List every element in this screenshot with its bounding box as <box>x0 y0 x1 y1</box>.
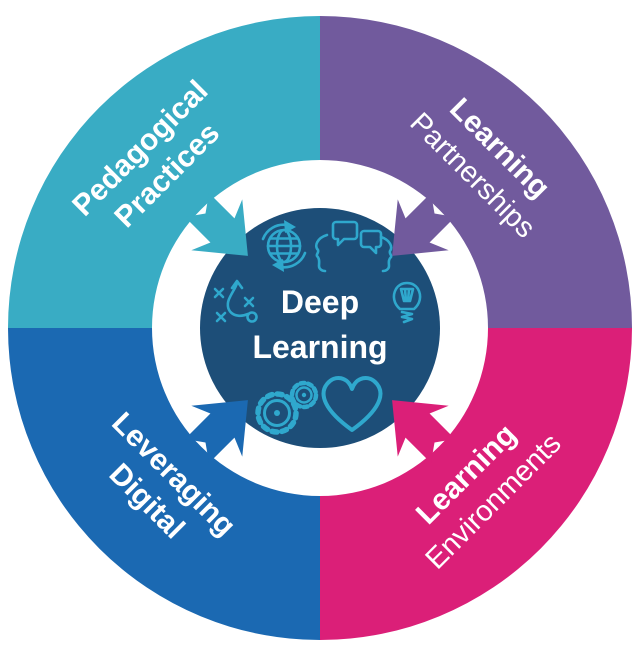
strategy-x3 <box>215 311 227 323</box>
speech-bubbles-icon <box>315 220 393 273</box>
face-profile-left <box>315 233 329 273</box>
bulb-base-coil <box>400 310 414 324</box>
quadrant-learning-partnerships <box>320 16 632 328</box>
quadrant-learning-environments <box>320 328 632 640</box>
strategy-icon <box>213 279 258 323</box>
heart-outline <box>321 376 383 432</box>
lightbulb-icon <box>392 281 422 324</box>
center-title-line1: Deep <box>281 284 359 320</box>
inward-arrow-top-right <box>392 192 456 256</box>
globe-icon <box>261 220 307 272</box>
quadrant-leveraging-digital <box>8 328 320 640</box>
strategy-x1 <box>213 287 225 299</box>
strategy-curve <box>226 281 250 318</box>
globe-parallels <box>266 237 302 255</box>
gear-large-teeth <box>255 391 299 435</box>
face-profile-right <box>379 235 393 273</box>
bulb-filament <box>399 287 415 303</box>
center-title-line2: Learning <box>252 329 387 365</box>
globe-orbit-top-arrowhead <box>284 220 296 233</box>
inward-arrow-bottom-right <box>392 400 456 464</box>
inward-arrow-bottom-left <box>184 400 248 464</box>
speech-bubble-small <box>359 229 383 255</box>
inward-arrow-top-left <box>184 192 248 256</box>
gear-small-teeth <box>289 380 319 410</box>
bulb-outline <box>392 281 422 311</box>
gear-small-hub <box>301 392 307 398</box>
strategy-arrowhead <box>230 279 244 290</box>
quadrant-pedagogical-practices <box>8 16 320 328</box>
speech-bubble-large <box>331 220 359 247</box>
gear-large-hub <box>274 410 280 416</box>
gear-large-body <box>263 399 291 427</box>
gears-icon <box>255 380 319 435</box>
strategy-x2 <box>243 296 255 308</box>
strategy-ball <box>246 311 258 323</box>
globe-orbit-bottom-arrowhead <box>272 259 284 272</box>
gear-small-body <box>295 386 313 404</box>
heart-icon <box>321 376 383 432</box>
